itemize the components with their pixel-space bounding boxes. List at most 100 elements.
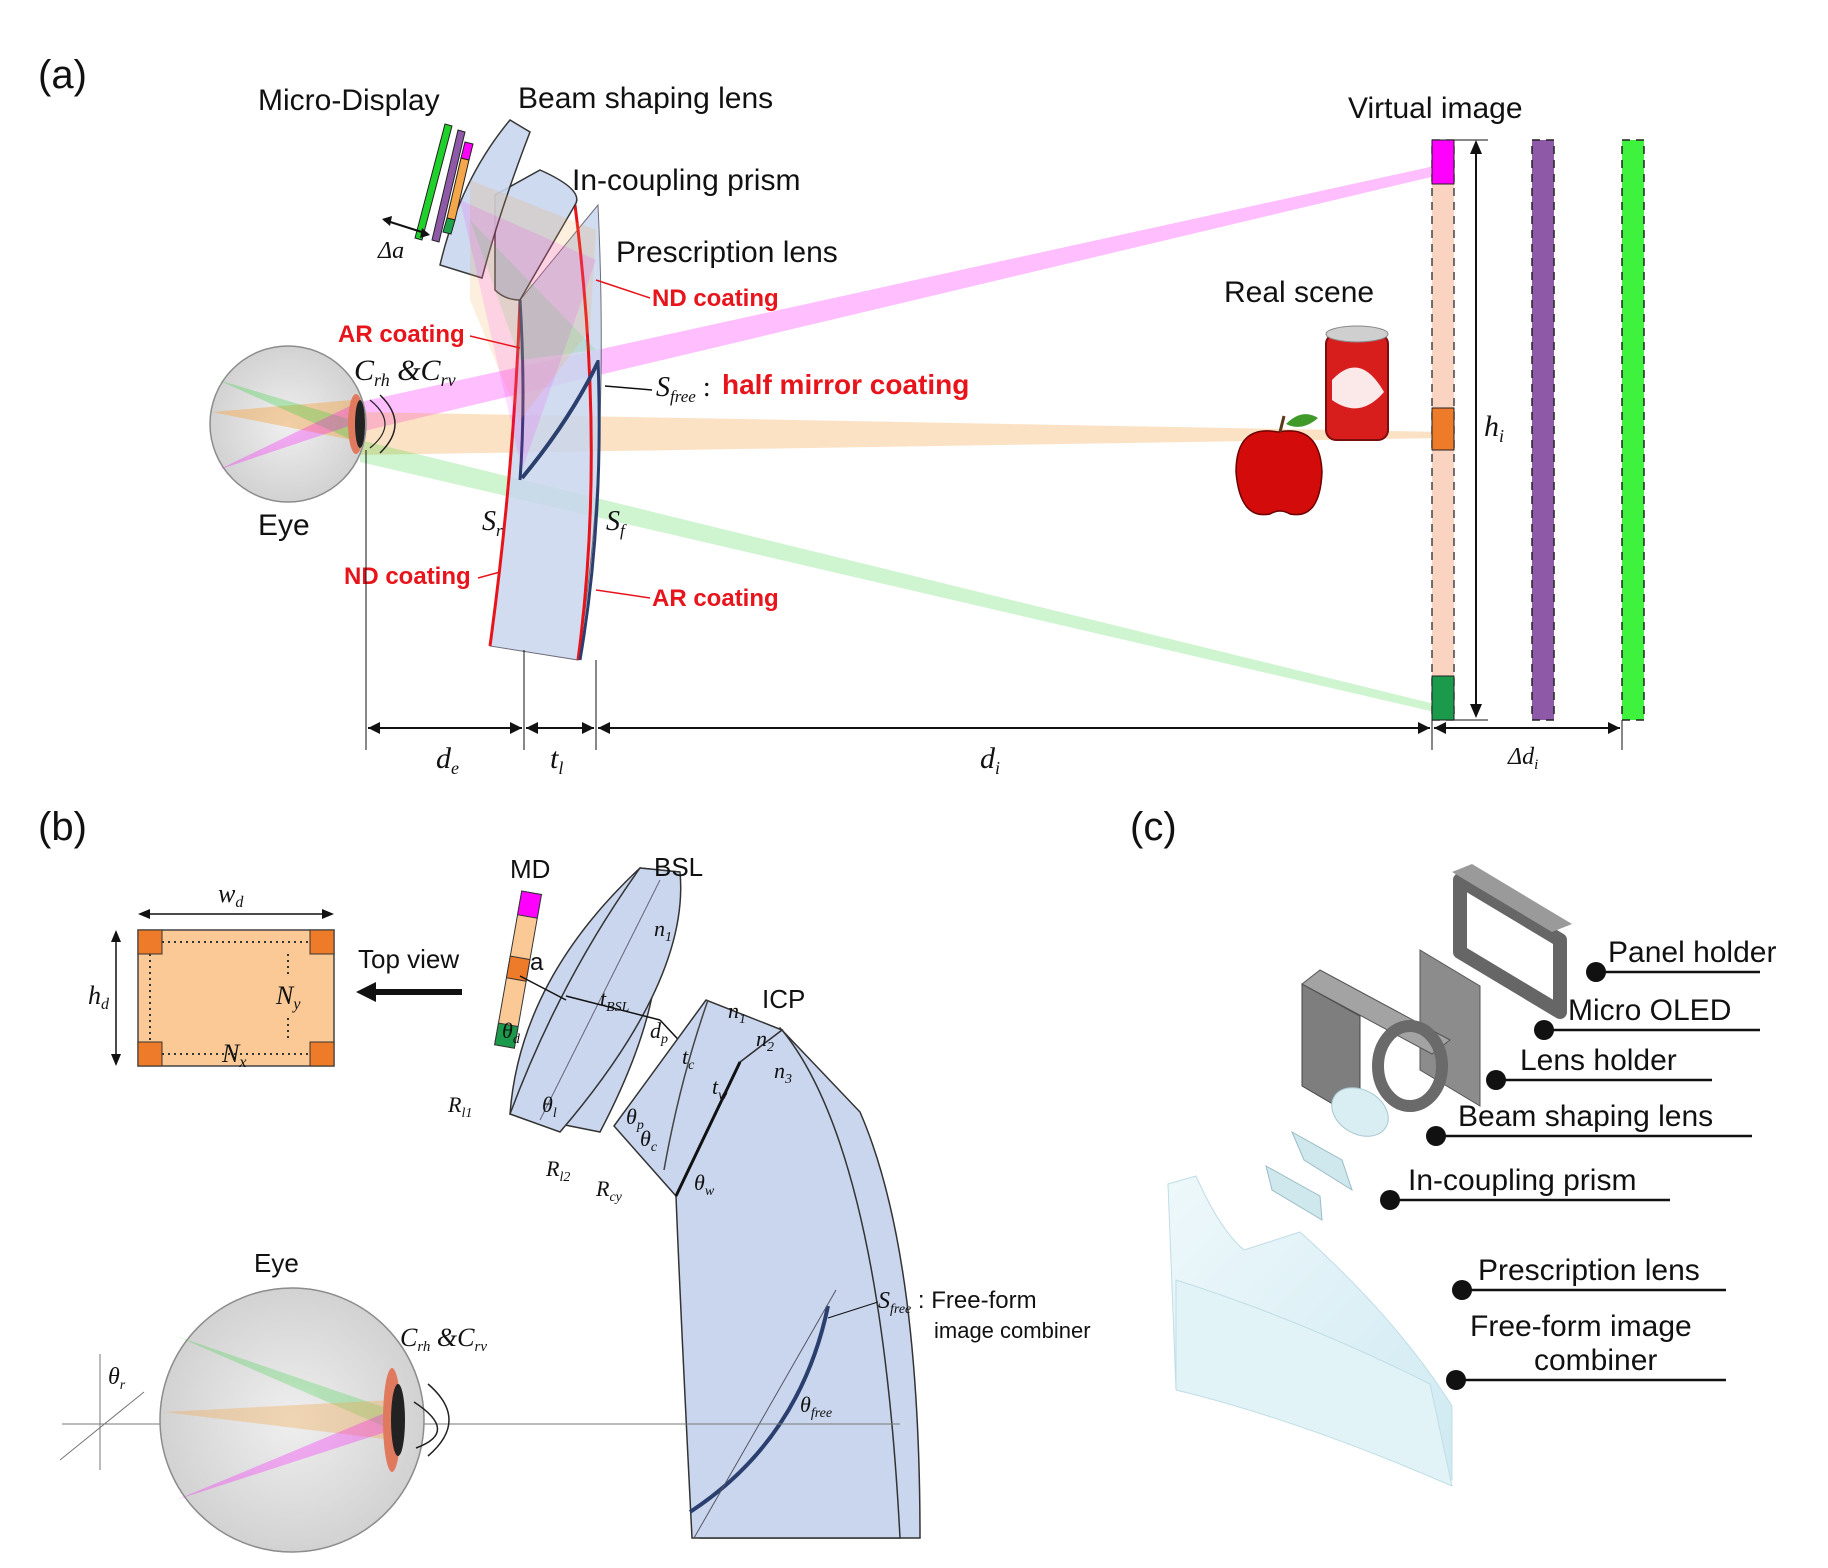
d-e-label: de (436, 742, 459, 778)
inner-rays-3 (470, 220, 596, 360)
soda-can (1325, 325, 1389, 441)
ar-coating-bottom-label: AR coating (652, 585, 779, 612)
part-dots (1380, 962, 1606, 1390)
virtual-image-orange (1431, 139, 1455, 721)
delta-a-arrowhead-left (382, 216, 392, 226)
panel-b-label: (b) (38, 805, 87, 849)
rear-surface (488, 299, 522, 647)
part-label-beam-shaping-lens: Beam shaping lens (1458, 1100, 1713, 1133)
apple (1235, 414, 1323, 516)
part-label-prescription-lens: Prescription lens (1478, 1254, 1700, 1287)
eye-label: Eye (258, 509, 310, 542)
panel-holder (1452, 864, 1572, 1019)
ar-coating-left-leader (469, 335, 521, 349)
t-c-label: tc (682, 1044, 695, 1073)
part-label-lens-holder: Lens holder (1520, 1044, 1677, 1077)
r-l1-label: Rl1 (447, 1092, 472, 1121)
theta-w-label: θw (694, 1170, 715, 1199)
delta-a-label: Δa (377, 238, 404, 264)
n3-label: n3 (774, 1058, 792, 1087)
theta-c-label: θc (640, 1126, 658, 1155)
in-coupling-prism-label: In-coupling prism (572, 164, 800, 197)
theta-d-label: θd (502, 1018, 521, 1047)
part-label-free-form-1: Free-form image (1470, 1310, 1692, 1343)
free-form-axis (693, 1289, 837, 1539)
theta-free-label: θfree (800, 1392, 832, 1421)
n2-label: n2 (756, 1026, 774, 1055)
half-mirror-label: half mirror coating (722, 369, 969, 400)
h-d-arrowhead-bottom (111, 1054, 121, 1066)
w-d-arrowhead-right (322, 909, 334, 919)
eye-a (209, 345, 367, 503)
theta-l-label: θl (542, 1092, 557, 1121)
nd-coating-bottom-leader (477, 571, 501, 579)
s-free-b-label: Sfree : Free-form (878, 1287, 1037, 1317)
rotation-arrows-b (427, 1383, 450, 1457)
n-y-label: Ny (275, 981, 301, 1013)
top-view-arrowhead (356, 982, 376, 1002)
d-p-label: dp (650, 1018, 668, 1047)
panel-a-label: (a) (38, 53, 87, 97)
t-l-label: tl (550, 742, 563, 778)
part-label-in-coupling-prism: In-coupling prism (1408, 1164, 1636, 1197)
t-bsl-label: tBSL (600, 986, 630, 1015)
combiner-3d (1175, 1279, 1453, 1487)
t-bsl-dim-line (565, 995, 661, 1021)
ar-coating-left-label: AR coating (338, 321, 465, 348)
theta-r-label: θr (108, 1364, 126, 1393)
beam-shaping-lens-label: Beam shaping lens (518, 82, 773, 115)
eye-b-label: Eye (254, 1248, 299, 1278)
waveguide-lens-body (675, 1028, 901, 1539)
icp-label: ICP (762, 984, 805, 1014)
theta-p-label: θp (626, 1104, 644, 1133)
r-cy-label: Rcy (595, 1176, 623, 1205)
w-d-label: wd (218, 879, 244, 911)
virtual-image-purple (1531, 139, 1555, 721)
h-d-arrowhead-top (111, 930, 121, 942)
in-coupling-prism (494, 169, 578, 301)
ar-coating-bottom-leader (595, 589, 651, 599)
micro-display (414, 123, 474, 243)
rotation-arrows-b-2 (413, 1401, 439, 1449)
eye-b (159, 1287, 425, 1553)
h-i-label: hi (1484, 410, 1504, 446)
part-label-free-form-2: combiner (1534, 1344, 1657, 1377)
rotation-arc (379, 394, 396, 454)
virtual-image-label: Virtual image (1348, 92, 1523, 125)
icp-prism (613, 999, 784, 1198)
rotation-arc-2 (369, 399, 386, 449)
h-d-label: hd (88, 981, 110, 1013)
part-label-micro-oled: Micro OLED (1568, 994, 1731, 1027)
d-i-label: di (980, 742, 1000, 778)
image-combiner-label: image combiner (934, 1318, 1091, 1343)
micro-display-label: Micro-Display (258, 84, 440, 117)
part-leaders (1390, 970, 1760, 1382)
part-label-panel-holder: Panel holder (1608, 936, 1776, 969)
t-w-label: tw (712, 1074, 728, 1103)
rear-surface-blue (518, 299, 525, 481)
lens-holder (1301, 969, 1451, 1121)
bsl-axis (539, 879, 661, 1121)
in-coupling-prism-3d-2 (1265, 1165, 1323, 1221)
n1-bsl-label: n1 (654, 916, 672, 945)
nd-coating-top-leader (595, 279, 651, 299)
panel-c-label: (c) (1130, 805, 1177, 849)
virtual-image-green (1621, 139, 1645, 721)
r-l2-label: Rl2 (545, 1156, 570, 1185)
front-surface (573, 204, 593, 661)
delta-d-i-label: Δdi (1507, 744, 1538, 773)
dimension-lines (365, 450, 1623, 750)
s-r-label: Sr (482, 506, 503, 540)
tilted-axis-b (59, 1391, 145, 1461)
s-free-label: Sfree : (656, 372, 711, 406)
green-beam (360, 440, 1443, 714)
crh-crv-b-label: Crh &Crv (400, 1323, 487, 1355)
top-view-label: Top view (358, 944, 459, 974)
s-f-label: Sf (606, 506, 627, 540)
delta-a-arrow (383, 219, 429, 235)
delta-a-arrowhead-right (420, 228, 430, 238)
top-view-display (137, 929, 335, 1067)
n1-icp-label: n1 (728, 998, 746, 1027)
md-strip (494, 890, 543, 1049)
